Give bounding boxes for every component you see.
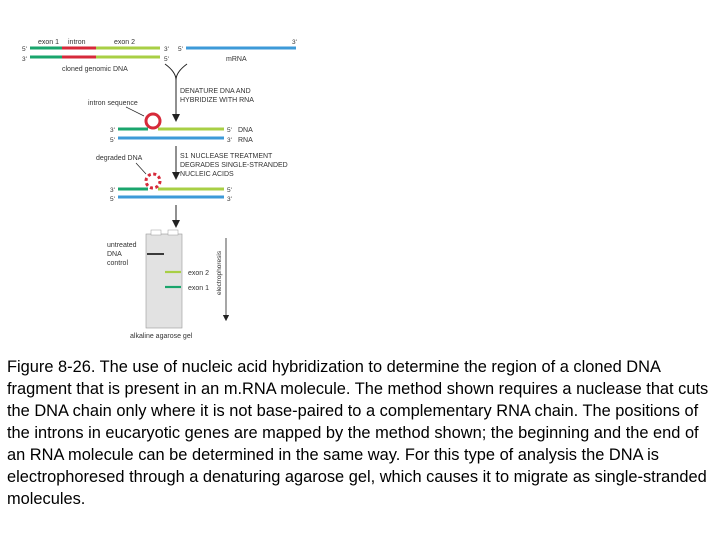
step2-text-line3: NUCLEIC ACIDS bbox=[180, 171, 234, 178]
hybrid-5prime-left: 5' bbox=[110, 137, 115, 144]
hybrid-5prime-right: 5' bbox=[227, 127, 232, 134]
intron-label: intron bbox=[68, 39, 86, 46]
intron-pointer bbox=[125, 106, 145, 117]
step2-text-line2: DEGRADES SINGLE-STRANDED bbox=[180, 162, 288, 169]
hybrid-3prime-right: 3' bbox=[227, 137, 232, 144]
gdna-3prime-left: 3' bbox=[22, 56, 27, 63]
gdna-5prime-left: 5' bbox=[22, 46, 27, 53]
intron-loop bbox=[144, 112, 162, 130]
gel-exon1-label: exon 1 bbox=[188, 285, 209, 292]
gdna-5prime-right: 5' bbox=[164, 56, 169, 63]
degraded-loop bbox=[144, 172, 162, 190]
mrna-3prime: 3' bbox=[292, 39, 297, 46]
gdna-3prime-right: 3' bbox=[164, 46, 169, 53]
degraded-pointer bbox=[135, 162, 147, 175]
degraded-3prime-left: 3' bbox=[110, 187, 115, 194]
figure-caption: Figure 8-26. The use of nucleic acid hyb… bbox=[7, 358, 709, 508]
electrophoresis-label: electrophoresis bbox=[216, 250, 223, 295]
hybrid-dna-label: DNA bbox=[238, 127, 253, 134]
converging-arrow bbox=[164, 63, 188, 81]
hybrid-rna-label: RNA bbox=[238, 137, 253, 144]
alkaline-agarose-gel-label: alkaline agarose gel bbox=[130, 333, 193, 340]
exon2-label: exon 2 bbox=[114, 39, 135, 46]
step1-text-line1: DENATURE DNA AND bbox=[180, 88, 251, 95]
exon1-label: exon 1 bbox=[38, 39, 59, 46]
untreated-label-line3: control bbox=[107, 260, 128, 267]
cloned-genomic-dna-label: cloned genomic DNA bbox=[62, 66, 128, 73]
gel-slab bbox=[145, 233, 183, 329]
gel-well-right bbox=[167, 229, 179, 236]
mrna-label: mRNA bbox=[226, 56, 247, 63]
untreated-label-line2: DNA bbox=[107, 251, 122, 258]
degraded-3prime-right: 3' bbox=[227, 196, 232, 203]
degraded-5prime-right: 5' bbox=[227, 187, 232, 194]
mrna-5prime: 5' bbox=[178, 46, 183, 53]
gel-exon2-label: exon 2 bbox=[188, 270, 209, 277]
intron-sequence-label: intron sequence bbox=[88, 100, 138, 107]
untreated-label-line1: untreated bbox=[107, 242, 137, 249]
step1-text-line2: HYBRIDIZE WITH RNA bbox=[180, 97, 254, 104]
degraded-dna-label: degraded DNA bbox=[96, 155, 143, 162]
hybridization-diagram: exon 1 intron exon 2 5' 3' 3' 5' cloned … bbox=[22, 39, 297, 340]
degraded-5prime-left: 5' bbox=[110, 196, 115, 203]
step2-text-line1: S1 NUCLEASE TREATMENT bbox=[180, 153, 273, 160]
hybrid-3prime-left: 3' bbox=[110, 127, 115, 134]
gel-well-left bbox=[150, 229, 162, 236]
